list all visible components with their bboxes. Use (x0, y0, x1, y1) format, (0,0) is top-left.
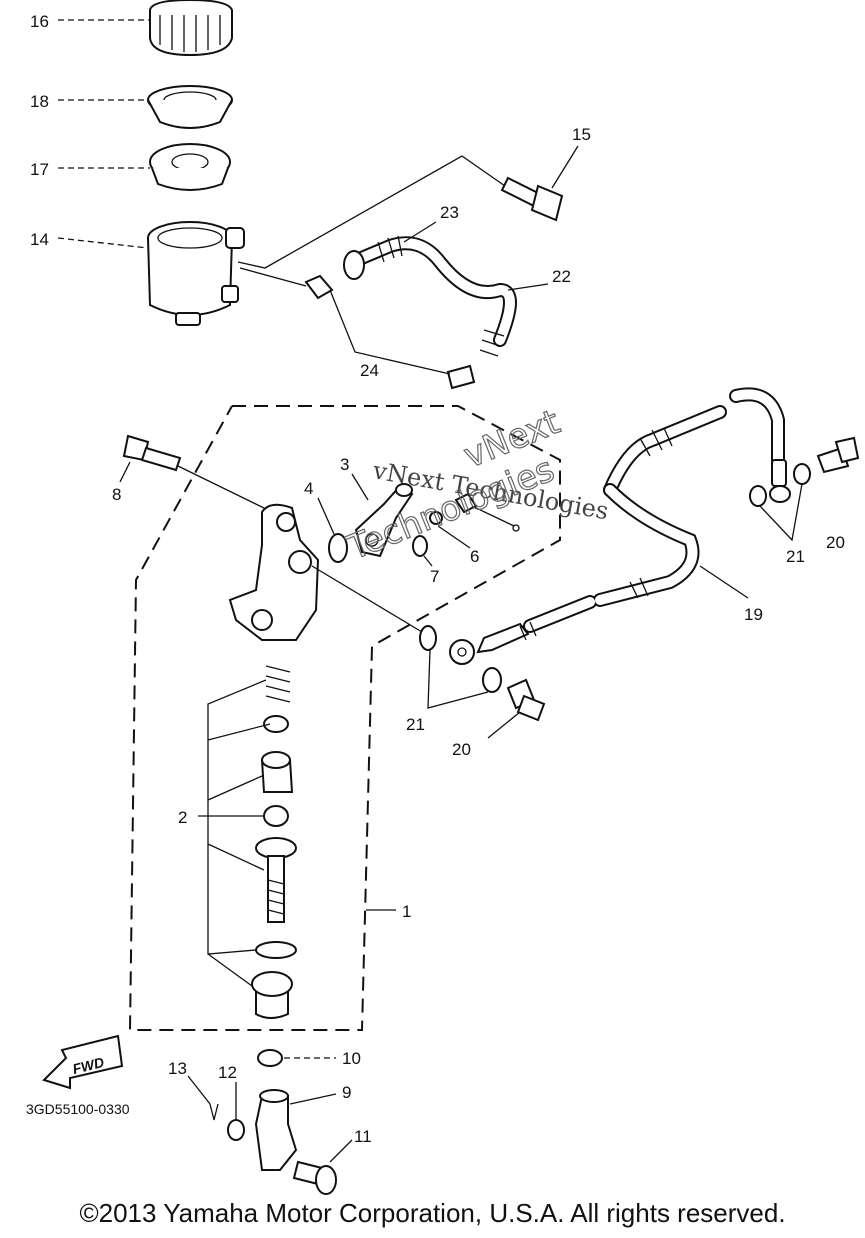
leader-14-hose (239, 267, 307, 287)
leader-body-21 (311, 565, 423, 633)
watermark: vNext Technologies vNext Technologies (341, 401, 611, 569)
label-2: 2 (178, 808, 187, 827)
leader-20-lower (487, 711, 521, 739)
part-10-nut (257, 1049, 283, 1067)
part-15-bolt (500, 176, 564, 222)
internal-piston (260, 751, 294, 793)
leader-15 (551, 145, 579, 189)
part-20-bolt-lower (506, 678, 546, 722)
leader-14 (57, 237, 149, 249)
part-21-washers-lower (419, 625, 502, 693)
master-cylinder-body (228, 503, 320, 641)
label-6: 6 (470, 547, 479, 566)
fwd-arrow-icon: FWD (42, 1034, 124, 1090)
part-4-o-ring (328, 533, 348, 563)
assembly-1-outline (128, 405, 561, 1031)
leader-3 (351, 473, 369, 501)
bracket-top (207, 679, 271, 844)
part-20-bolt-upper (816, 436, 860, 474)
part-19-brake-hose (449, 387, 791, 665)
part-11-clevis-pin (292, 1160, 337, 1195)
label-15: 15 (572, 125, 591, 144)
bracket-bottom (207, 843, 265, 987)
label-21-lower: 21 (406, 715, 425, 734)
part-14-reservoir (147, 221, 245, 326)
part-24-hose-clips (304, 274, 476, 390)
part-21-washers-upper (749, 463, 811, 507)
label-12: 12 (218, 1063, 237, 1082)
label-19: 19 (744, 605, 763, 624)
part-18-diaphragm (147, 85, 233, 129)
leader-23 (403, 221, 437, 243)
fwd-label: FWD (71, 1054, 106, 1077)
part-12-washer (227, 1119, 245, 1141)
diagram-code: 3GD55100-0330 (26, 1101, 130, 1117)
part-13-cotter-pin (209, 1103, 219, 1121)
internal-cup (263, 715, 289, 733)
leader-15-path (237, 155, 506, 269)
label-20-lower: 20 (452, 740, 471, 759)
leader-21-lower (427, 649, 489, 709)
copyright-notice: ©2013 Yamaha Motor Corporation, U.S.A. A… (79, 1198, 786, 1228)
part-16-reservoir-cap (149, 0, 233, 57)
label-17: 17 (30, 160, 49, 179)
leader-8 (119, 461, 131, 483)
label-16: 16 (30, 12, 49, 31)
leader-22 (507, 283, 549, 291)
leader-4 (317, 497, 335, 535)
leader-8-path (177, 465, 269, 511)
label-13: 13 (168, 1059, 187, 1078)
label-8: 8 (112, 485, 121, 504)
part-17-diaphragm-plate (149, 143, 231, 191)
internal-spring (265, 665, 291, 703)
leader-24 (329, 289, 451, 375)
leader-7 (423, 555, 433, 567)
part-8-bolt (122, 434, 182, 472)
part-bleed-screw (454, 492, 520, 532)
label-3: 3 (340, 455, 349, 474)
internal-push-rod (255, 837, 297, 923)
part-9-clevis (254, 1089, 298, 1171)
label-20-upper: 20 (826, 533, 845, 552)
label-18: 18 (30, 92, 49, 111)
internal-boot (251, 971, 293, 1019)
leader-13 (187, 1075, 211, 1105)
label-10: 10 (342, 1049, 361, 1068)
part-2-cup (263, 805, 289, 827)
label-1: 1 (402, 902, 411, 921)
leader-9 (289, 1093, 337, 1105)
label-11: 11 (354, 1127, 372, 1146)
label-4: 4 (304, 479, 313, 498)
label-23: 23 (440, 203, 459, 222)
internal-circlip (255, 941, 297, 959)
label-21-upper: 21 (786, 547, 805, 566)
label-24: 24 (360, 361, 379, 380)
label-14: 14 (30, 230, 49, 249)
leader-21-upper (759, 483, 803, 542)
leader-11 (329, 1139, 353, 1163)
part-7-washer (412, 535, 428, 557)
leader-19 (699, 565, 749, 599)
label-7: 7 (430, 567, 439, 586)
label-22: 22 (552, 267, 571, 286)
parts-diagram: 16 18 17 14 15 23 (26, 0, 860, 1195)
part-6-screw (429, 511, 443, 525)
part-22-reservoir-hose (343, 235, 517, 357)
part-3-hose-joint (354, 483, 414, 558)
label-9: 9 (342, 1083, 351, 1102)
leader-6 (437, 525, 471, 549)
